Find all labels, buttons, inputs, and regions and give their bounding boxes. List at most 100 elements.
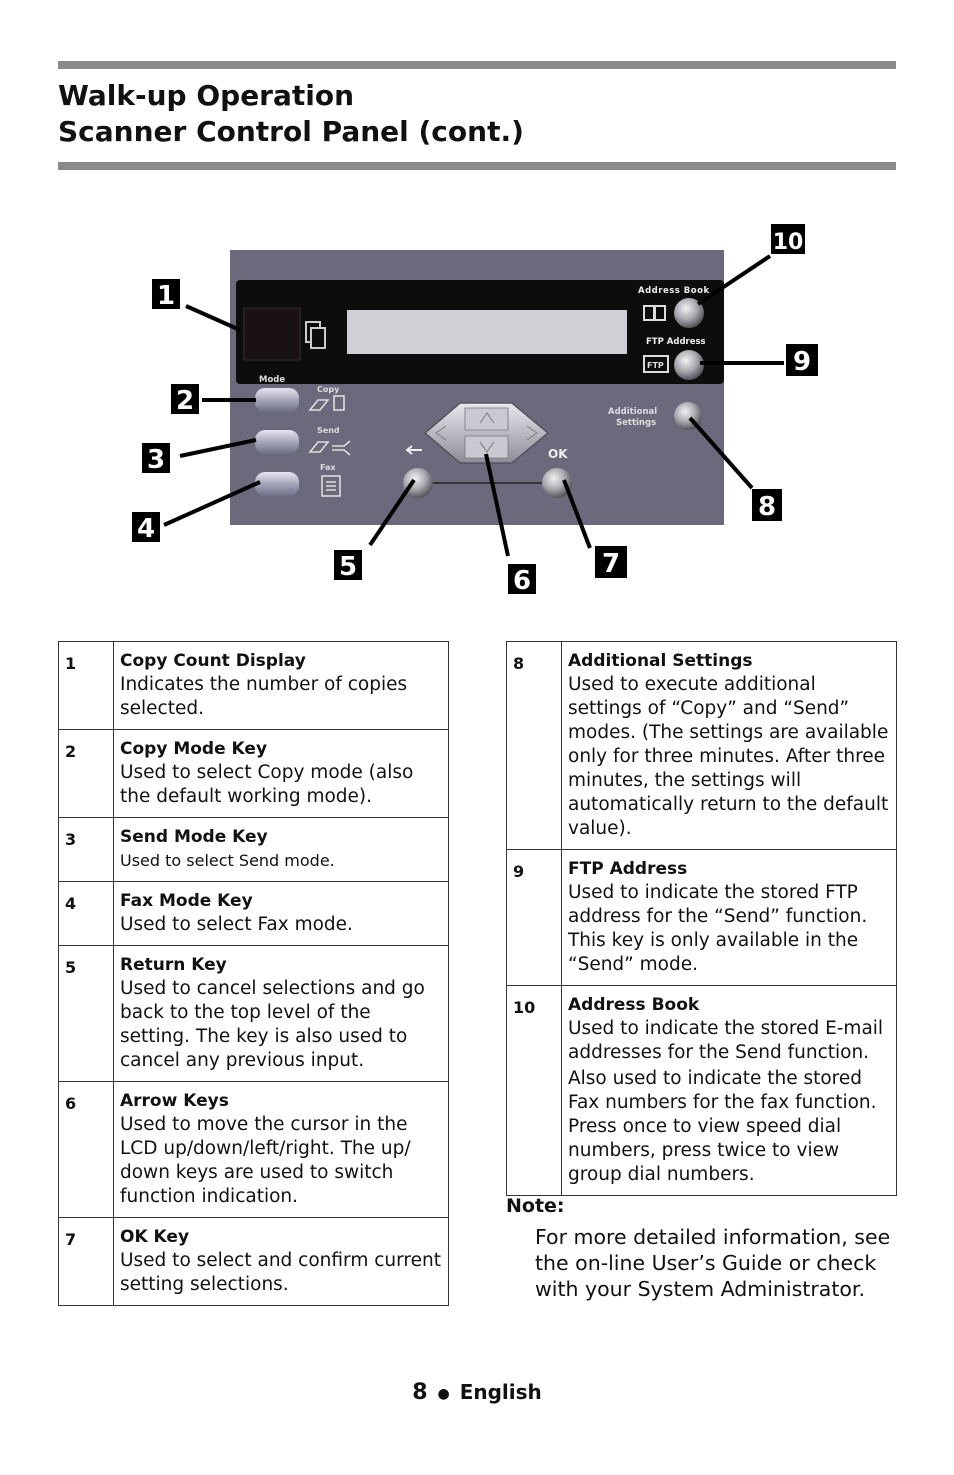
callout-4: 4 bbox=[137, 514, 155, 544]
copy-count-display bbox=[243, 307, 301, 361]
table-row: 5 Return Key Used to cancel selections a… bbox=[58, 945, 449, 1082]
return-key bbox=[403, 468, 433, 498]
item-name: Return Key bbox=[120, 955, 227, 975]
item-description: OK Key Used to select and confirm curren… bbox=[113, 1217, 449, 1306]
item-text: Used to select Fax mode. bbox=[120, 914, 353, 935]
item-number: 3 bbox=[58, 817, 114, 882]
key-descriptions-left: 1 Copy Count Display Indicates the numbe… bbox=[58, 641, 449, 1306]
item-number: 6 bbox=[58, 1081, 114, 1218]
item-description: Fax Mode Key Used to select Fax mode. bbox=[113, 881, 449, 946]
callout-10: 10 bbox=[773, 230, 804, 255]
item-text: Used to select Copy mode (also the defau… bbox=[120, 762, 414, 807]
arrow-up-icon bbox=[479, 411, 495, 424]
item-number: 2 bbox=[58, 729, 114, 818]
item-description: Address Book Used to indicate the stored… bbox=[561, 985, 897, 1196]
send-mode-key bbox=[255, 430, 299, 454]
table-row: 8 Additional Settings Used to execute ad… bbox=[506, 641, 897, 850]
item-description: Send Mode Key Used to select Send mode. bbox=[113, 817, 449, 882]
item-number: 4 bbox=[58, 881, 114, 946]
table-row: 9 FTP Address Used to indicate the store… bbox=[506, 849, 897, 986]
callout-2: 2 bbox=[176, 386, 194, 416]
table-row: 1 Copy Count Display Indicates the numbe… bbox=[58, 641, 449, 730]
address-book-key bbox=[674, 298, 704, 328]
return-icon bbox=[405, 445, 422, 455]
item-description: Copy Count Display Indicates the number … bbox=[113, 641, 449, 730]
note-text: For more detailed information, see the o… bbox=[535, 1225, 891, 1301]
item-name: Arrow Keys bbox=[120, 1091, 229, 1111]
ftp-address-label: FTP Address bbox=[646, 337, 706, 347]
copy-label: Copy bbox=[317, 385, 340, 394]
item-text: Indicates the number of copies selected. bbox=[120, 674, 408, 719]
item-number: 10 bbox=[506, 985, 562, 1196]
page-footer: 8 ● English bbox=[0, 1380, 954, 1405]
table-row: 10 Address Book Used to indicate the sto… bbox=[506, 985, 897, 1196]
title-line-1: Walk-up Operation bbox=[58, 79, 355, 112]
item-number: 8 bbox=[506, 641, 562, 850]
mode-label: Mode bbox=[259, 375, 285, 385]
fax-mode-key bbox=[255, 472, 299, 496]
footer-language: English bbox=[459, 1380, 542, 1404]
callout-9: 9 bbox=[793, 347, 811, 377]
item-name: FTP Address bbox=[568, 859, 688, 879]
item-description: Additional Settings Used to execute addi… bbox=[561, 641, 897, 850]
callout-7: 7 bbox=[602, 549, 620, 579]
item-text: Used to indicate the stored FTP address … bbox=[568, 882, 868, 975]
arrow-keys bbox=[423, 402, 550, 464]
copies-icon bbox=[305, 321, 326, 349]
book-icon bbox=[643, 305, 666, 321]
callout-6: 6 bbox=[513, 566, 531, 596]
item-text: Used to cancel selections and go back to… bbox=[120, 978, 425, 1071]
note-heading: Note: bbox=[506, 1195, 565, 1217]
item-number: 1 bbox=[58, 641, 114, 730]
item-name: Fax Mode Key bbox=[120, 891, 253, 911]
table-row: 4 Fax Mode Key Used to select Fax mode. bbox=[58, 881, 449, 946]
arrow-left-icon bbox=[434, 425, 447, 441]
send-mode-icon bbox=[308, 440, 351, 456]
callout-3: 3 bbox=[147, 445, 165, 475]
ok-label: OK bbox=[548, 447, 568, 461]
callout-badges: 1 2 3 4 5 6 7 8 9 10 bbox=[132, 224, 818, 596]
page-number: 8 bbox=[412, 1380, 428, 1405]
arrow-down-icon bbox=[479, 441, 495, 454]
item-name: Additional Settings bbox=[568, 651, 753, 671]
item-description: Arrow Keys Used to move the cursor in th… bbox=[113, 1081, 449, 1218]
svg-text:FTP: FTP bbox=[647, 361, 664, 370]
bullet-icon: ● bbox=[437, 1385, 450, 1402]
top-rule bbox=[58, 61, 896, 69]
fax-mode-icon bbox=[321, 475, 341, 497]
lcd-screen bbox=[347, 310, 627, 354]
arrow-right-icon bbox=[526, 425, 539, 441]
address-book-label: Address Book bbox=[638, 286, 710, 296]
item-name: Copy Count Display bbox=[120, 651, 306, 671]
title-line-2: Scanner Control Panel (cont.) bbox=[58, 115, 524, 148]
settings-label: Settings bbox=[616, 418, 656, 428]
callout-5: 5 bbox=[339, 552, 357, 582]
send-label: Send bbox=[317, 426, 340, 435]
item-number: 7 bbox=[58, 1217, 114, 1306]
table-row: 3 Send Mode Key Used to select Send mode… bbox=[58, 817, 449, 882]
item-name: Send Mode Key bbox=[120, 827, 268, 847]
table-row: 6 Arrow Keys Used to move the cursor in … bbox=[58, 1081, 449, 1218]
copy-mode-icon bbox=[308, 395, 345, 411]
key-descriptions-right: 8 Additional Settings Used to execute ad… bbox=[506, 641, 897, 1196]
item-description: Copy Mode Key Used to select Copy mode (… bbox=[113, 729, 449, 818]
additional-label: Additional bbox=[608, 407, 657, 417]
item-name: Address Book bbox=[568, 995, 700, 1015]
item-description: FTP Address Used to indicate the stored … bbox=[561, 849, 897, 986]
ok-key bbox=[542, 468, 572, 498]
callout-lines bbox=[163, 254, 784, 557]
item-text: Used to select Send mode. bbox=[120, 851, 335, 870]
item-text-2: Also used to indicate the stored Fax num… bbox=[568, 1068, 877, 1185]
item-number: 5 bbox=[58, 945, 114, 1082]
item-text: Used to indicate the stored E-mail addre… bbox=[568, 1018, 884, 1063]
table-row: 7 OK Key Used to select and confirm curr… bbox=[58, 1217, 449, 1306]
item-number: 9 bbox=[506, 849, 562, 986]
item-description: Return Key Used to cancel selections and… bbox=[113, 945, 449, 1082]
item-name: Copy Mode Key bbox=[120, 739, 268, 759]
copy-mode-key bbox=[255, 388, 299, 412]
control-panel-illustration: Address Book FTP Address FTP Additional … bbox=[132, 224, 818, 596]
ftp-icon: FTP bbox=[643, 355, 669, 373]
item-text: Used to select and confirm current setti… bbox=[120, 1250, 441, 1295]
ftp-address-key bbox=[674, 350, 704, 380]
item-text: Used to move the cursor in the LCD up/do… bbox=[120, 1114, 411, 1207]
